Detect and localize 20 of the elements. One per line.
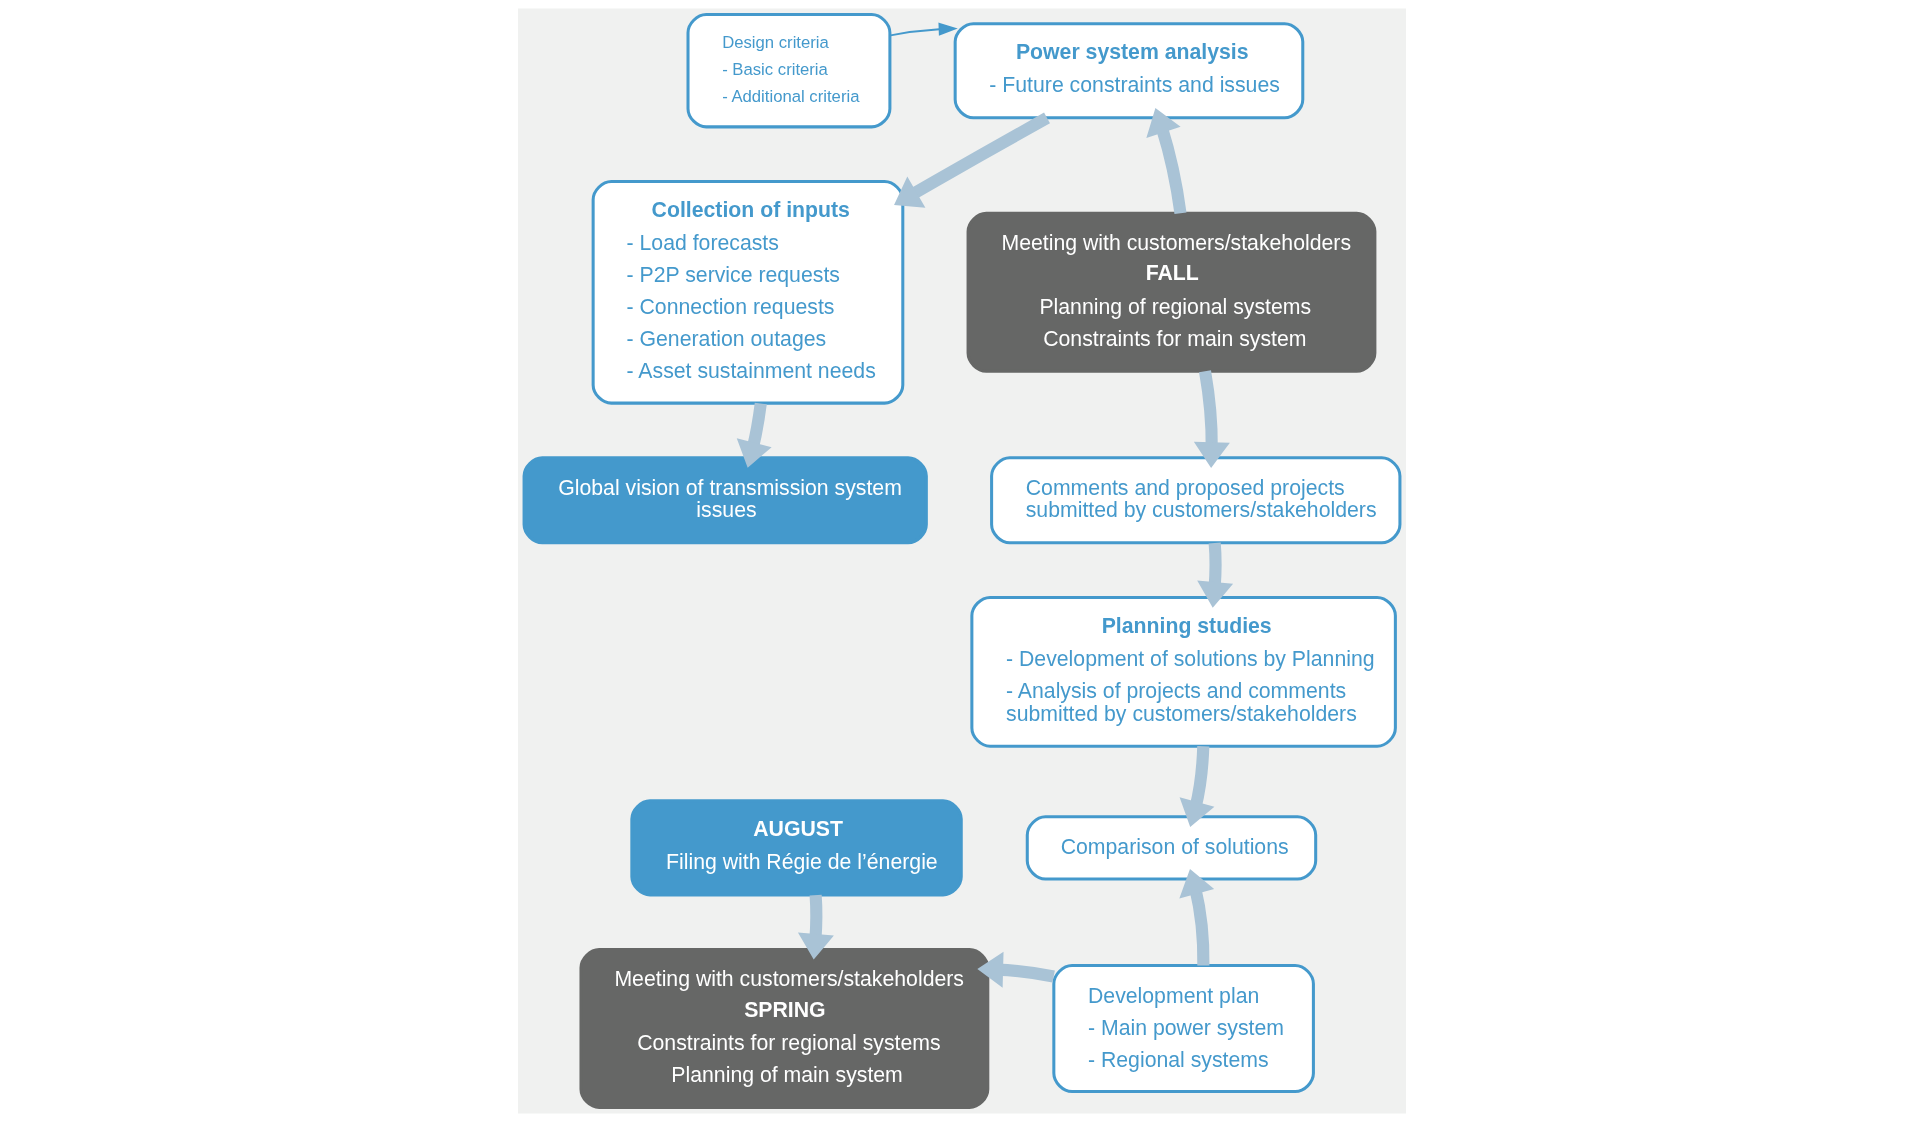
node-box: Collection of inputs - Load forecasts - P2P service requests - Connection requests - Generation outages - Asset sustainment needs bbox=[591, 180, 904, 405]
arrow bbox=[1178, 868, 1214, 966]
node-box: Design criteria - Basic criteria - Additional criteria bbox=[686, 13, 891, 129]
node-box: Meeting with customers/stakeholders SPRING Constraints for regional systems Planning of main system bbox=[578, 948, 989, 1109]
node-box: Development plan - Main power system - Regional systems bbox=[1051, 964, 1315, 1094]
node-box: Power system analysis - Future constraints and issues bbox=[953, 22, 1304, 120]
node-box: Comparison of solutions bbox=[1025, 815, 1317, 881]
arrow bbox=[736, 402, 772, 468]
arrow bbox=[889, 22, 958, 37]
node-box: AUGUST Filing with Régie de l’énergie bbox=[629, 799, 963, 897]
node-box: Comments and proposed projects submitted by customers/stakeholders bbox=[989, 456, 1401, 545]
arrow bbox=[797, 894, 834, 960]
arrow bbox=[1196, 542, 1233, 608]
arrow bbox=[1145, 108, 1186, 215]
node-box: Planning studies - Development of solutions by Planning - Analysis of projects and comments submitted by customers/stakeholders bbox=[969, 595, 1397, 748]
node-box: Meeting with customers/stakeholders FALL Planning of regional systems Constraints for main system bbox=[966, 211, 1376, 373]
arrow bbox=[893, 112, 1050, 208]
node-box: Global vision of transmission system issues bbox=[522, 456, 928, 545]
arrow bbox=[1179, 746, 1214, 827]
arrow bbox=[1193, 370, 1230, 468]
